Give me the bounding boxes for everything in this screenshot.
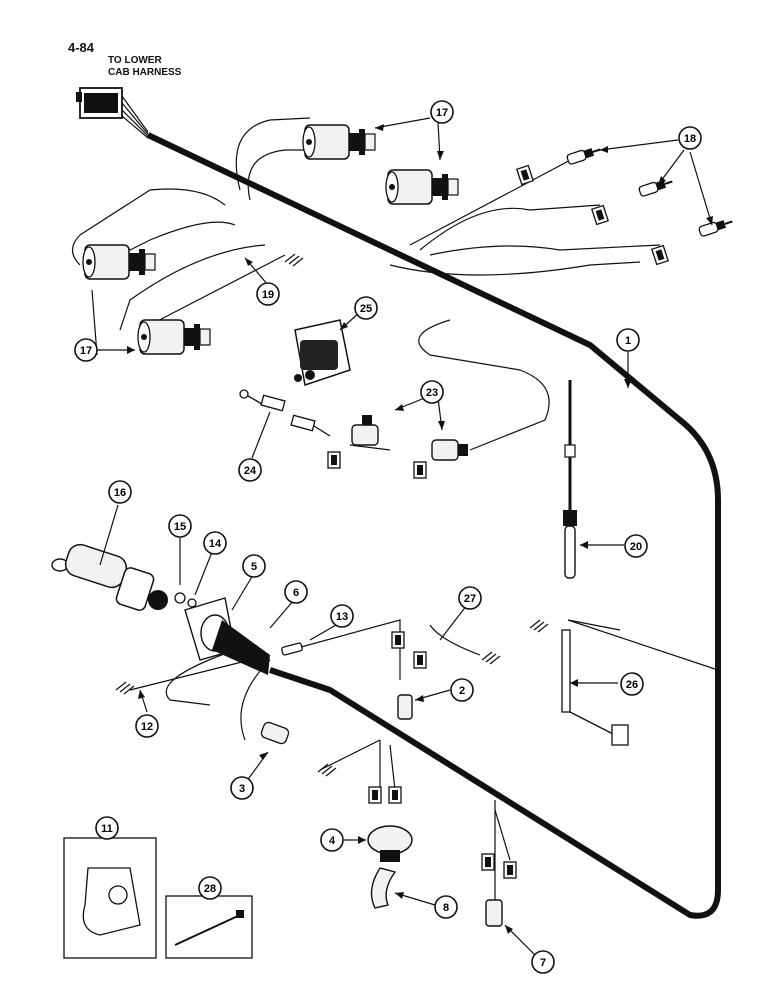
callout-number: 1 (625, 335, 631, 347)
callout-3: 3 (230, 776, 254, 800)
callout-23: 23 (420, 380, 444, 404)
callout-number: 17 (436, 107, 448, 119)
trailer-socket-assembly (51, 543, 270, 675)
callout-circle (284, 580, 308, 604)
callout-number: 18 (684, 133, 696, 145)
callout-number: 14 (209, 538, 222, 550)
callout-19: 19 (256, 282, 280, 306)
callout-27: 27 (458, 586, 482, 610)
callout-13: 13 (330, 604, 354, 628)
callout-number: 5 (251, 561, 257, 573)
callout-1: 1 (616, 328, 640, 352)
callout-number: 17 (80, 345, 92, 357)
callout-number: 7 (540, 957, 546, 969)
cab-harness-connector (76, 87, 149, 139)
callout-number: 8 (443, 902, 449, 914)
callout-25: 25 (354, 296, 378, 320)
callout-circle (74, 338, 98, 362)
callout-circle (256, 282, 280, 306)
callout-number: 27 (464, 593, 476, 605)
callout-circle (330, 604, 354, 628)
callout-circle (531, 950, 555, 974)
callout-number: 28 (204, 883, 216, 895)
callout-number: 16 (114, 487, 126, 499)
callout-number: 6 (293, 587, 299, 599)
callout-circle (678, 126, 702, 150)
callout-number: 2 (459, 685, 465, 697)
bolt-part (281, 642, 303, 656)
callout-circle (320, 828, 344, 852)
callout-26: 26 (620, 672, 644, 696)
callout-15: 15 (168, 514, 192, 538)
callout-number: 20 (630, 541, 642, 553)
callout-number: 24 (244, 465, 257, 477)
temperature-sender-part (563, 380, 577, 579)
connector-label: TO LOWER CAB HARNESS (108, 55, 181, 79)
callout-6: 6 (284, 580, 308, 604)
fuse-holder-part (239, 389, 331, 437)
callout-14: 14 (203, 531, 227, 555)
callout-number: 12 (141, 721, 153, 733)
connector-label-line1: TO LOWER (108, 55, 162, 66)
callout-number: 19 (262, 289, 274, 301)
switch-part-a (351, 415, 379, 446)
callout-circle (450, 678, 474, 702)
callout-circle (198, 876, 222, 900)
callout-number: 13 (336, 611, 348, 623)
callout-7: 7 (531, 950, 555, 974)
callout-circle (624, 534, 648, 558)
callout-circle (434, 895, 458, 919)
callout-circle (420, 380, 444, 404)
callout-number: 3 (239, 783, 245, 795)
relay-part (294, 319, 351, 386)
callout-number: 23 (426, 387, 438, 399)
connector-label-line2: CAB HARNESS (108, 67, 182, 78)
callout-circle (203, 531, 227, 555)
callout-20: 20 (624, 534, 648, 558)
callout-17-2: 17 (74, 338, 98, 362)
callout-circle (230, 776, 254, 800)
callout-18: 18 (678, 126, 702, 150)
callout-5: 5 (242, 554, 266, 578)
callout-4: 4 (320, 828, 344, 852)
callout-2: 2 (450, 678, 474, 702)
callout-number: 25 (360, 303, 372, 315)
callout-circle (108, 480, 132, 504)
switch-part-b (431, 439, 468, 461)
callout-circle (458, 586, 482, 610)
callout-circle (242, 554, 266, 578)
callout-number: 4 (329, 835, 336, 847)
callout-number: 15 (174, 521, 186, 533)
callout-circle (238, 458, 262, 482)
callout-circle (95, 816, 119, 840)
callout-circle (135, 714, 159, 738)
callout-circle (168, 514, 192, 538)
callout-11: 11 (95, 816, 119, 840)
fuel-sender-part (561, 629, 629, 746)
callout-17: 17 (430, 100, 454, 124)
callout-circle (354, 296, 378, 320)
callout-12: 12 (135, 714, 159, 738)
callout-24: 24 (238, 458, 262, 482)
callout-number: 11 (101, 823, 113, 835)
callout-28: 28 (198, 876, 222, 900)
callout-circle (430, 100, 454, 124)
callout-group: 1234567811121314151617171819202324252627… (74, 100, 702, 974)
callout-circle (616, 328, 640, 352)
callout-8: 8 (434, 895, 458, 919)
callout-circle (620, 672, 644, 696)
page-number: 4-84 (68, 40, 95, 55)
callout-number: 26 (626, 679, 638, 691)
callout-16: 16 (108, 480, 132, 504)
